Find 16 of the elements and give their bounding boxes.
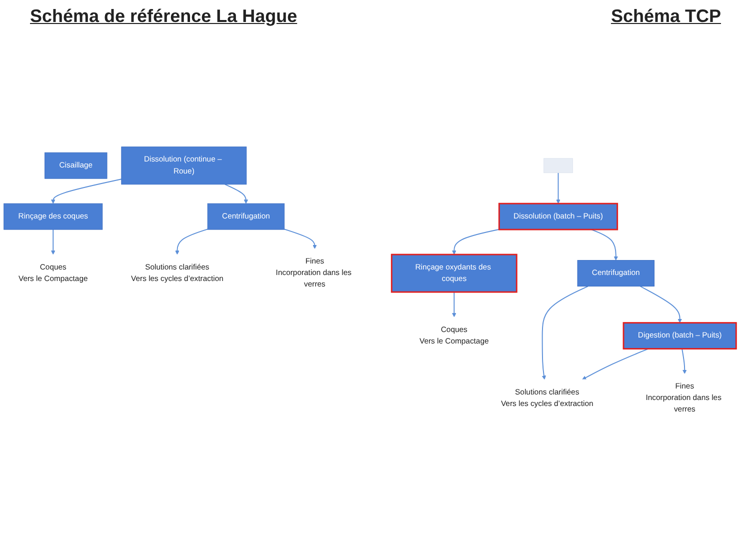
arrow bbox=[682, 348, 687, 374]
column-heading: Schéma TCP bbox=[610, 6, 721, 27]
arrow bbox=[542, 285, 588, 380]
arrow bbox=[51, 178, 122, 204]
arrow bbox=[590, 228, 618, 260]
arrow bbox=[640, 285, 682, 323]
arrow bbox=[224, 184, 248, 204]
node-box bbox=[544, 158, 573, 173]
column-heading: Schéma de référence La Hague bbox=[30, 6, 298, 27]
arrow bbox=[175, 228, 208, 254]
arrow bbox=[284, 228, 317, 249]
arrow bbox=[452, 291, 456, 317]
arrow bbox=[452, 228, 500, 254]
arrow bbox=[51, 228, 56, 254]
arrow bbox=[582, 348, 649, 380]
arrow bbox=[556, 172, 560, 204]
